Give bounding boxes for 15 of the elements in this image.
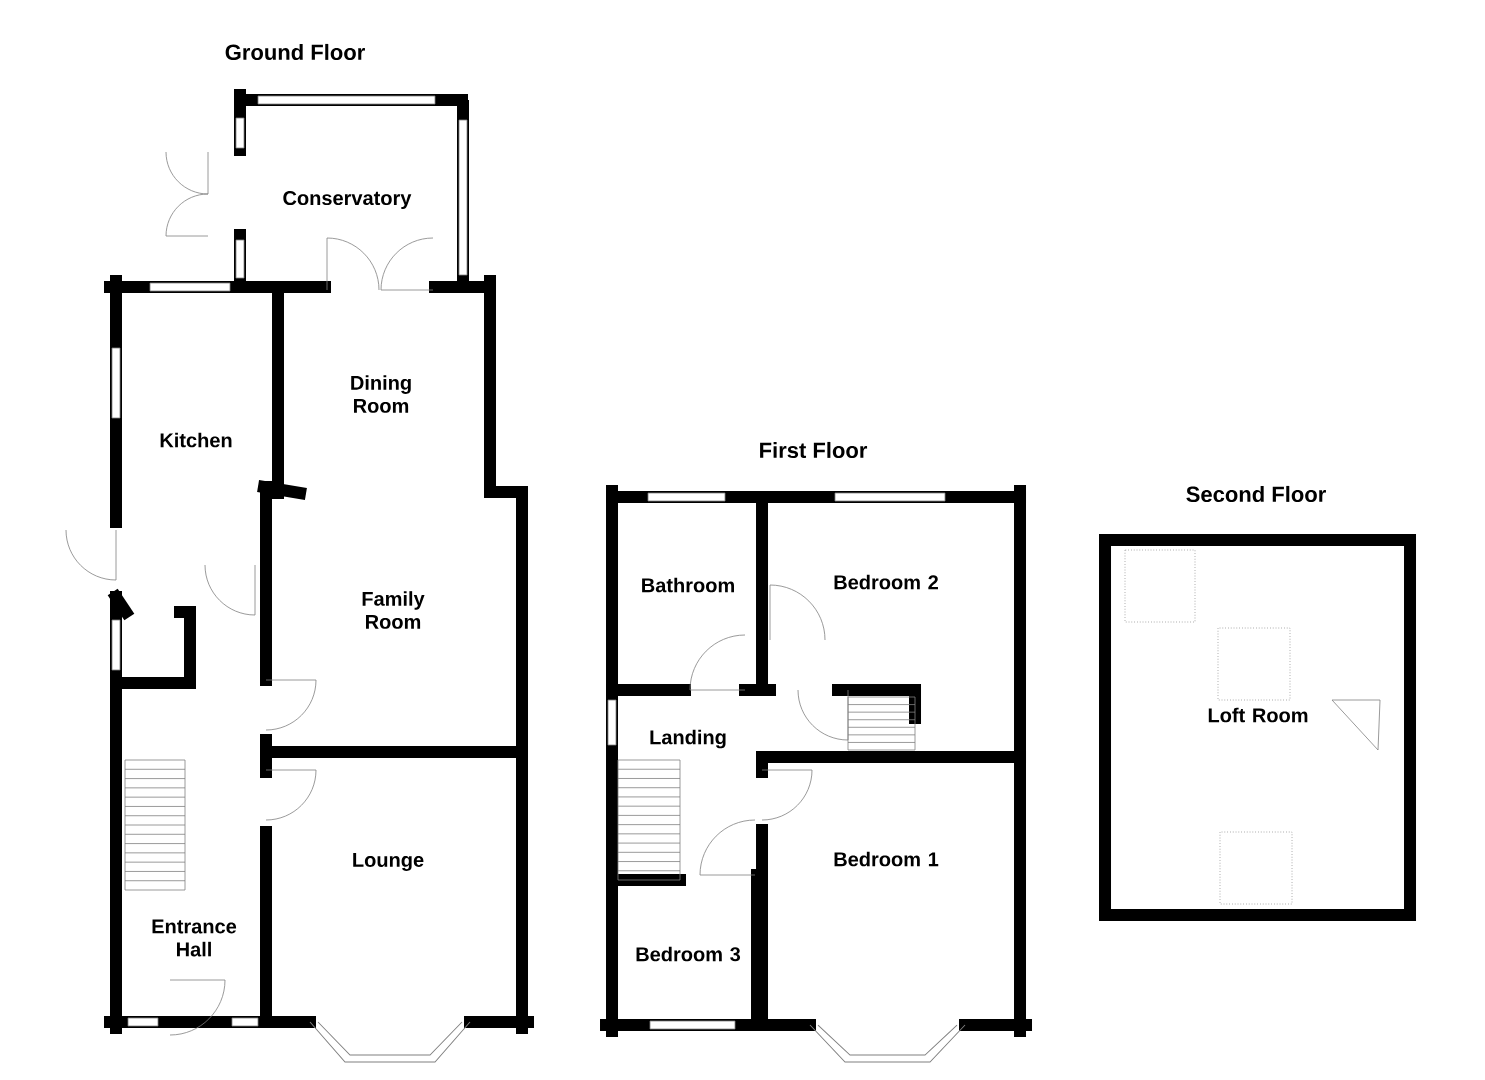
room-label: Dining Room bbox=[351, 375, 411, 413]
floor-heading: Second Floor bbox=[1186, 485, 1326, 503]
room-label: Loft Room bbox=[1208, 707, 1308, 723]
floor-heading: First Floor bbox=[760, 441, 868, 459]
room-label: Entrance Hall bbox=[152, 919, 237, 957]
room-label: Conservatory bbox=[283, 190, 412, 210]
room-label: Family Room bbox=[362, 591, 425, 629]
room-label: Bedroom 2 bbox=[834, 574, 938, 590]
floor-heading: Ground Floor bbox=[225, 43, 365, 61]
room-label: Lounge bbox=[353, 853, 424, 871]
room-label: Bathroom bbox=[642, 577, 734, 593]
room-label: Bedroom 1 bbox=[834, 851, 939, 867]
room-label: Kitchen bbox=[160, 432, 232, 448]
room-label: Landing bbox=[650, 729, 726, 749]
room-label: Bedroom 3 bbox=[636, 946, 741, 962]
